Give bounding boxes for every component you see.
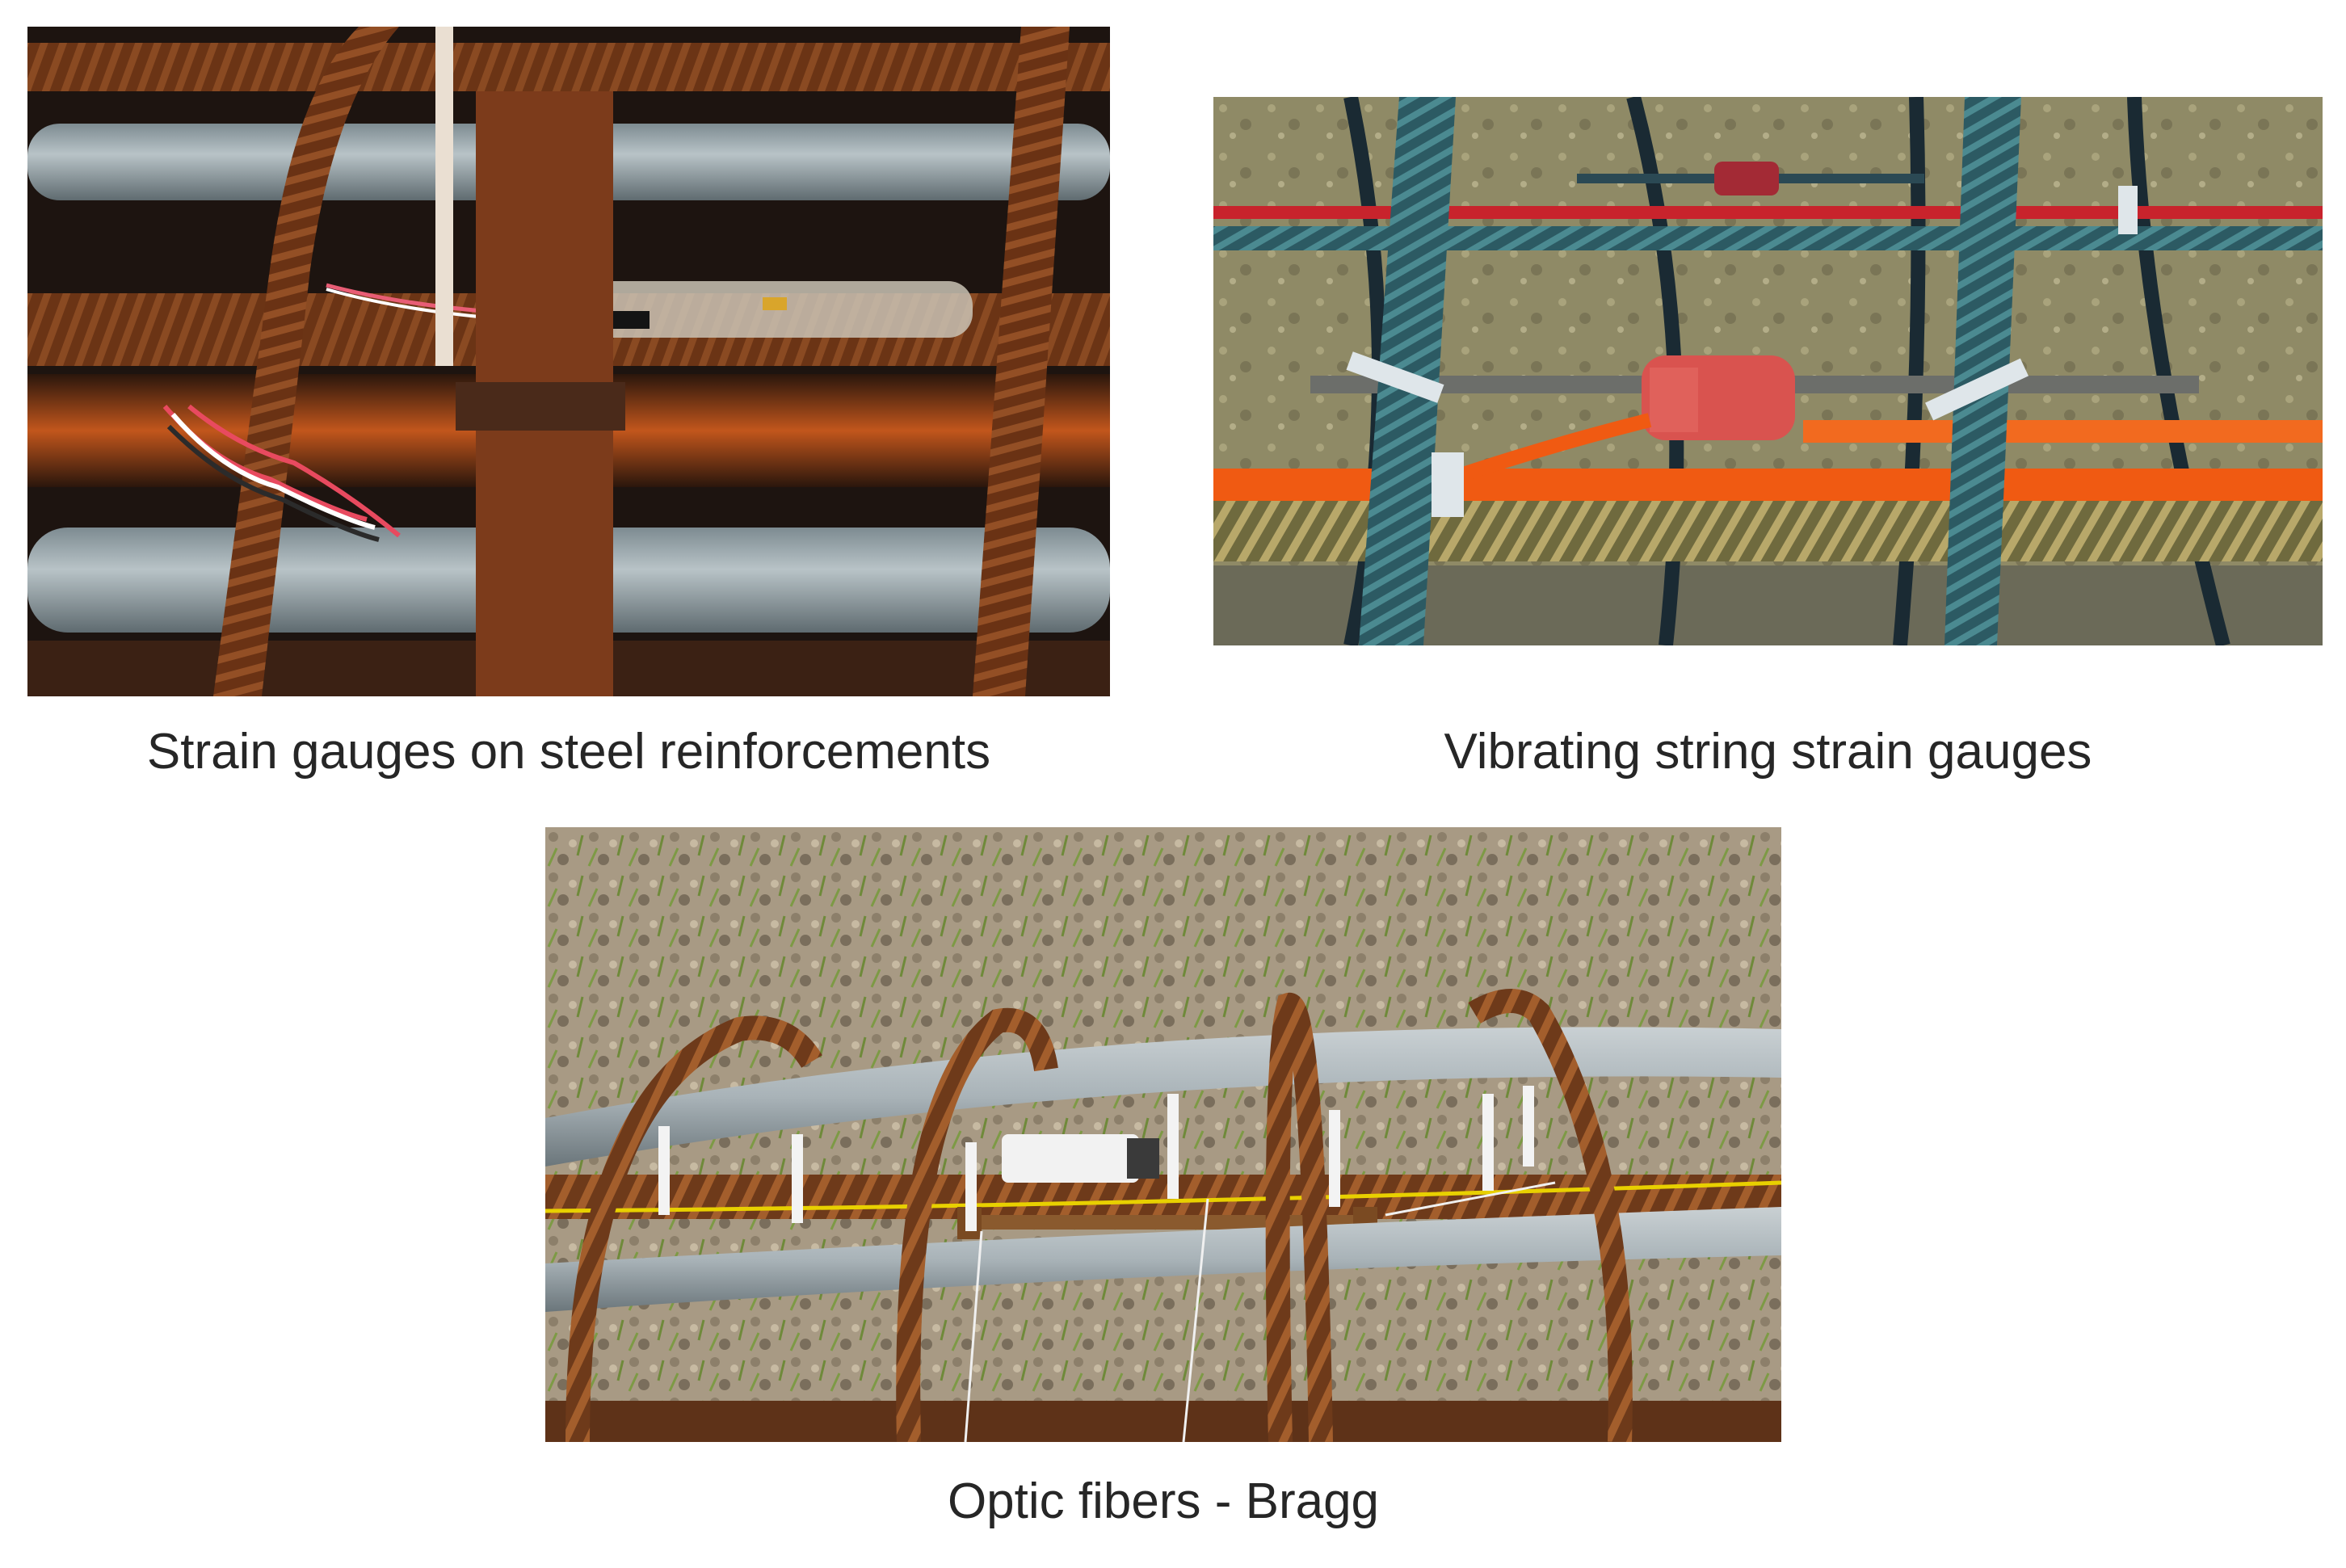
photo-vibrating-string-gauges-graphic xyxy=(1213,97,2323,645)
photo-strain-gauges-graphic xyxy=(27,27,1110,696)
photo-strain-gauges xyxy=(27,27,1110,696)
caption-optic-fibers-bragg: Optic fibers - Bragg xyxy=(947,1473,1380,1529)
photo-vibrating-string-gauges xyxy=(1213,97,2323,645)
caption-strain-gauges: Strain gauges on steel reinforcements xyxy=(146,724,991,780)
photo-optic-fibers-bragg xyxy=(545,827,1781,1442)
caption-vibrating-string-gauges: Vibrating string strain gauges xyxy=(1444,724,2092,780)
photo-optic-fibers-bragg-graphic xyxy=(545,827,1781,1442)
